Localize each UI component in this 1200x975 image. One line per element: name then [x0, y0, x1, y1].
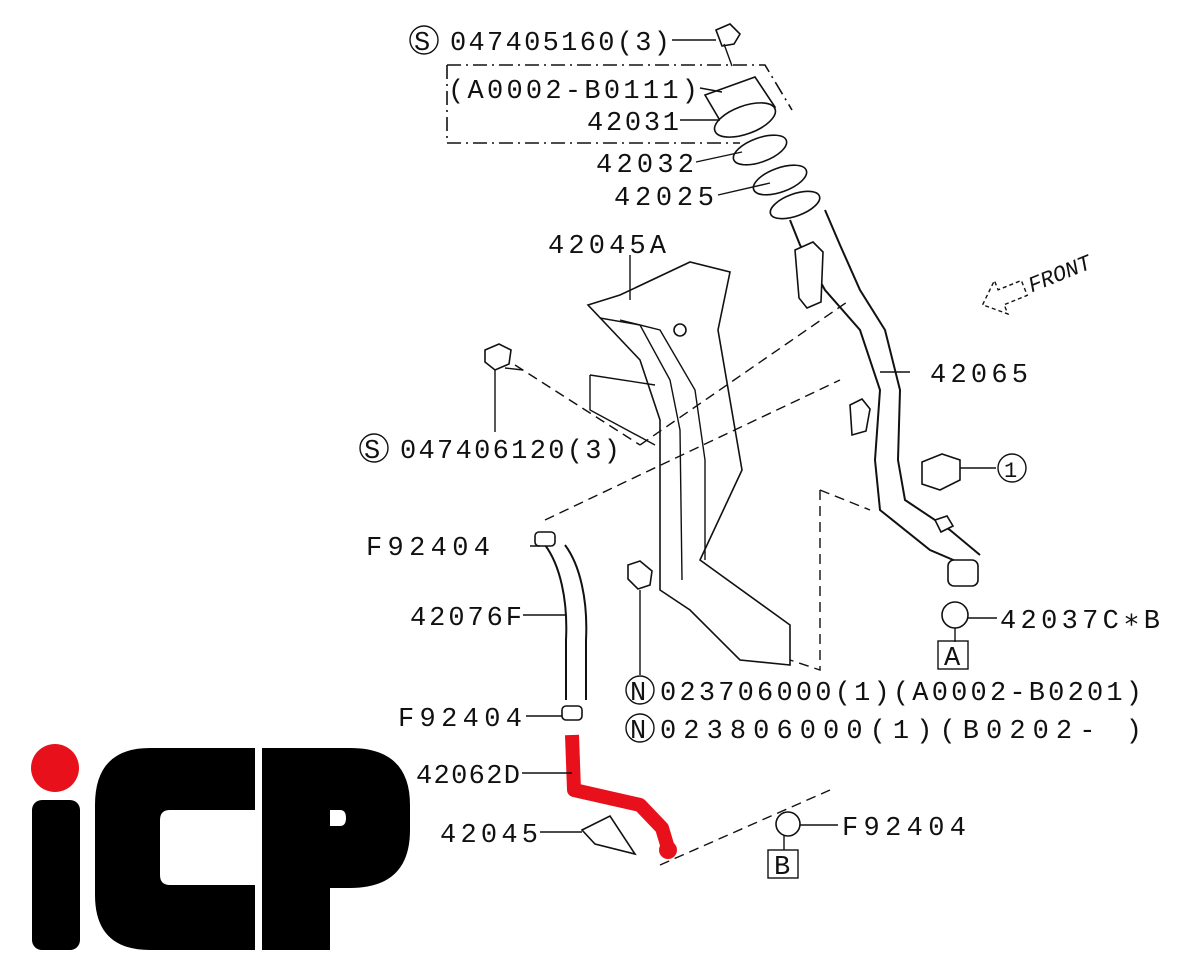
hose-42076F — [544, 544, 588, 700]
svg-text:N: N — [630, 717, 646, 747]
callout-42031: 42031 — [587, 109, 679, 139]
nut-icon — [627, 560, 653, 590]
hose-end — [659, 841, 677, 859]
svg-text:B: B — [774, 853, 790, 883]
callout-42045: 42045 — [440, 821, 538, 851]
callout-F92404-right: F92404 — [842, 814, 966, 844]
callout-nut-2: N 023806000(1)(B0202- ) — [625, 713, 1142, 747]
callout-42037CB: 42037C∗B — [1000, 607, 1160, 637]
callout-nut-1: N 023706000(1)(A0002-B0201) — [625, 675, 1142, 709]
svg-text:047406120(3): 047406120(3) — [400, 437, 620, 467]
svg-text:S: S — [414, 29, 430, 59]
callout-42062D: 42062D — [416, 762, 520, 792]
callout-F92404-mid: F92404 — [398, 705, 522, 735]
callout-ref-1: 1 — [997, 453, 1027, 484]
filler-neck-assembly — [703, 23, 981, 629]
guide-line-B — [659, 789, 831, 866]
svg-text:A: A — [944, 644, 961, 674]
callout-42025: 42025 — [614, 184, 714, 214]
callout-bolt-mid: S 047406120(3) — [359, 433, 620, 467]
guide-lines — [514, 299, 871, 671]
clip-icon — [775, 811, 801, 837]
callout-F92404-upper: F92404 — [366, 534, 490, 564]
icp-logo — [31, 744, 410, 950]
callout-42076F: 42076F — [410, 604, 522, 634]
clip-icon — [561, 705, 583, 721]
svg-text:FRONT: FRONT — [1025, 250, 1097, 299]
svg-text:023806000(1)(B0202- ): 023806000(1)(B0202- ) — [660, 717, 1142, 747]
logo-dot — [31, 744, 79, 792]
range-box-outline — [446, 64, 793, 144]
bolt-icon — [484, 343, 524, 371]
shield-42045A — [586, 261, 791, 666]
svg-text:023706000(1)(A0002-B0201): 023706000(1)(A0002-B0201) — [660, 679, 1142, 709]
ref-box-A: A — [937, 640, 969, 674]
svg-text:047405160(3): 047405160(3) — [450, 29, 670, 59]
callout-bolt-top: S 047405160(3) — [409, 25, 670, 59]
ref-box-B: B — [767, 849, 799, 883]
svg-text:N: N — [630, 679, 646, 709]
callout-42032: 42032 — [596, 151, 694, 181]
front-arrow-icon: FRONT — [981, 250, 1097, 316]
svg-text:S: S — [364, 437, 380, 467]
callout-range: (A0002-B0111) — [448, 77, 698, 107]
clip-icon — [534, 531, 556, 547]
callout-42065: 42065 — [930, 361, 1028, 391]
callout-42045A: 42045A — [548, 232, 667, 262]
clip-42045 — [580, 814, 637, 856]
leader-lines — [522, 39, 997, 850]
svg-text:1: 1 — [1004, 459, 1017, 484]
hose-42062D-highlighted — [565, 734, 675, 851]
